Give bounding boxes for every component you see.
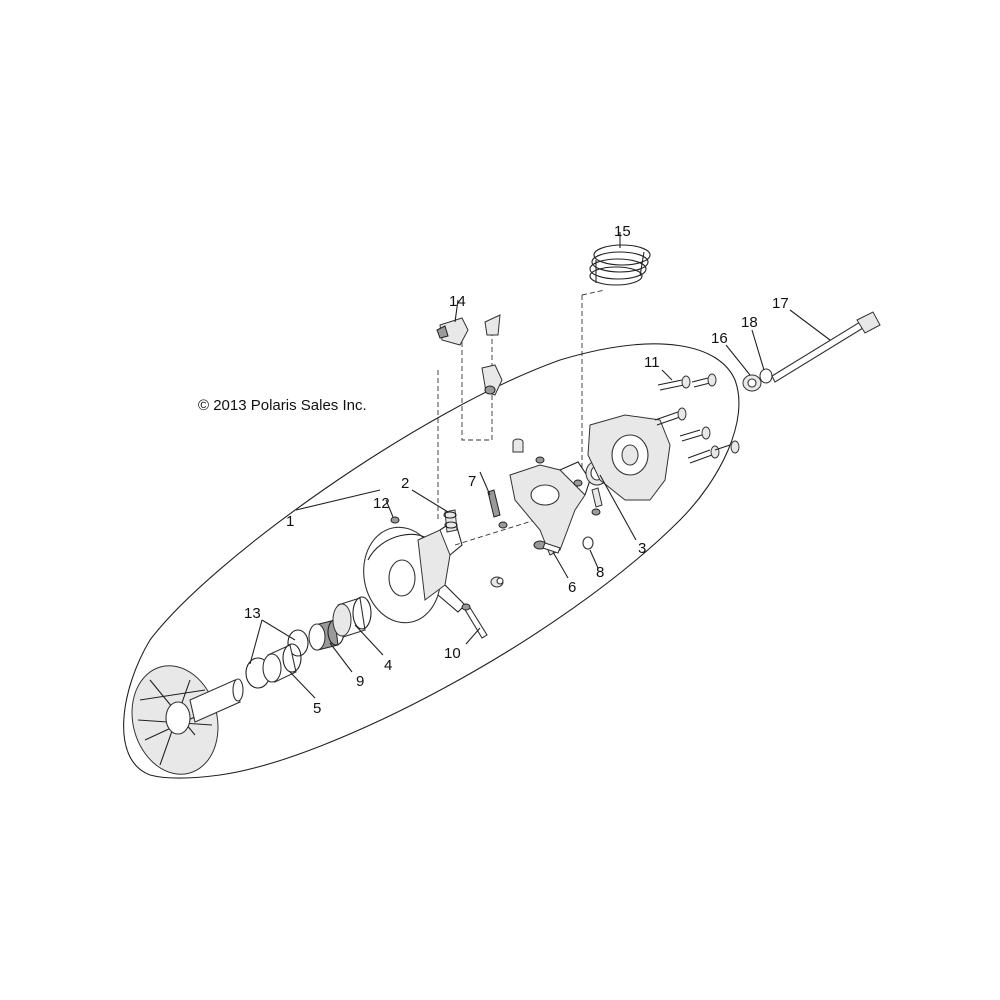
callout-5: 5 <box>313 700 321 717</box>
bolt-part-17 <box>771 311 881 383</box>
callout-3: 3 <box>638 540 646 557</box>
alignment-line-15 <box>581 289 606 470</box>
cover-plate-part <box>587 414 671 501</box>
callout-11: 11 <box>644 354 660 371</box>
bushing-part-9 <box>308 618 345 651</box>
weight-part-14 <box>436 314 503 396</box>
bushing-part-5 <box>262 643 302 683</box>
bolt-set-part-11 <box>654 373 740 464</box>
callout-18: 18 <box>741 314 758 331</box>
alignment-line-axis <box>454 519 536 546</box>
callout-14: 14 <box>449 293 466 310</box>
sleeve-part-4 <box>332 596 372 638</box>
spring-part-15 <box>589 244 651 286</box>
pin-part-10 <box>461 603 488 639</box>
callout-6: 6 <box>568 579 576 596</box>
drive-fan-part <box>131 665 244 775</box>
spider-part <box>509 461 591 556</box>
roller-part-2 <box>443 509 458 533</box>
button-parts <box>512 438 603 516</box>
spacer-part-16 <box>742 374 762 392</box>
callout-7: 7 <box>468 473 476 490</box>
callout-12: 12 <box>373 495 390 512</box>
pin-part-7 <box>487 489 508 529</box>
callout-15: 15 <box>614 223 631 240</box>
callout-1: 1 <box>286 513 294 530</box>
leader-lines <box>249 232 831 699</box>
callout-2: 2 <box>401 475 409 492</box>
assembly-outline <box>123 343 740 779</box>
nut-part <box>490 576 504 588</box>
washer-part-8 <box>582 536 594 550</box>
moveable-sheave-part <box>363 519 466 624</box>
callout-10: 10 <box>444 645 461 662</box>
alignment-line-14 <box>437 330 493 520</box>
callout-16: 16 <box>711 330 728 347</box>
callout-9: 9 <box>356 673 364 690</box>
screw-part-12 <box>390 516 400 524</box>
copyright-text: © 2013 Polaris Sales Inc. <box>198 397 367 414</box>
callout-17: 17 <box>772 295 789 312</box>
bolt-part-6 <box>533 540 561 554</box>
callout-4: 4 <box>384 657 392 674</box>
callout-13: 13 <box>244 605 261 622</box>
washer-part-18 <box>759 368 773 384</box>
callout-8: 8 <box>596 564 604 581</box>
